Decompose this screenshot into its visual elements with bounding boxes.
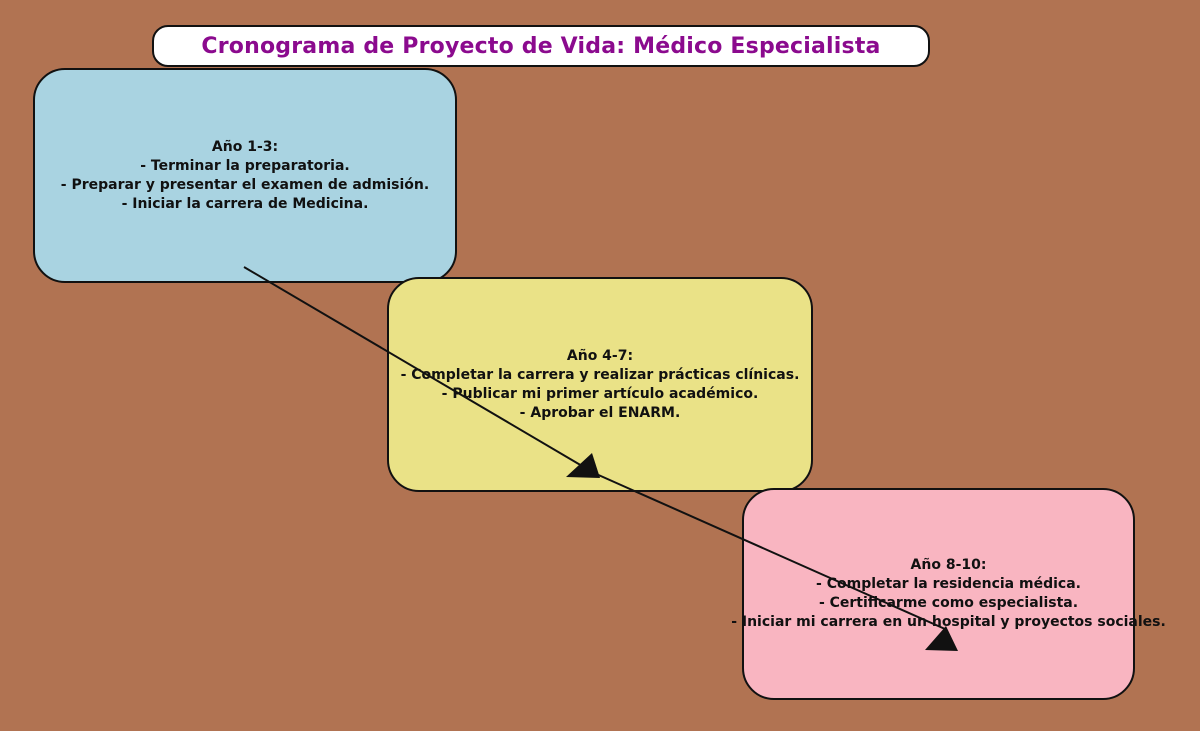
stage-box-ano-1-3: Año 1-3: - Terminar la preparatoria. - P… — [33, 68, 457, 283]
diagram-title-box: Cronograma de Proyecto de Vida: Médico E… — [152, 25, 930, 67]
stage-text-ano-1-3: Año 1-3: - Terminar la preparatoria. - P… — [61, 138, 429, 214]
stage-box-ano-4-7: Año 4-7: - Completar la carrera y realiz… — [387, 277, 813, 492]
stage-heading: Año 1-3: — [211, 138, 279, 155]
stage-item: - Preparar y presentar el examen de admi… — [60, 176, 430, 193]
stage-heading: Año 4-7: — [566, 347, 634, 364]
stage-item: - Completar la residencia médica. — [816, 576, 1081, 592]
stage-item: - Aprobar el ENARM. — [519, 404, 681, 421]
stage-item: - Iniciar mi carrera en un hospital y pr… — [731, 614, 1166, 630]
stage-item: - Completar la carrera y realizar prácti… — [400, 366, 800, 383]
stage-text-ano-8-10: Año 8-10: - Completar la residencia médi… — [731, 556, 1166, 632]
stage-item: - Iniciar la carrera de Medicina. — [121, 195, 369, 212]
diagram-title: Cronograma de Proyecto de Vida: Médico E… — [201, 33, 881, 59]
stage-box-ano-8-10: Año 8-10: - Completar la residencia médi… — [731, 488, 1166, 700]
stage-item: - Certificarme como especialista. — [818, 595, 1079, 611]
stage-item: - Publicar mi primer artículo académico. — [441, 385, 759, 402]
stage-heading: Año 8-10: — [910, 557, 987, 573]
stage-item: - Terminar la preparatoria. — [140, 157, 350, 174]
stage-text-ano-4-7: Año 4-7: - Completar la carrera y realiz… — [401, 347, 800, 423]
